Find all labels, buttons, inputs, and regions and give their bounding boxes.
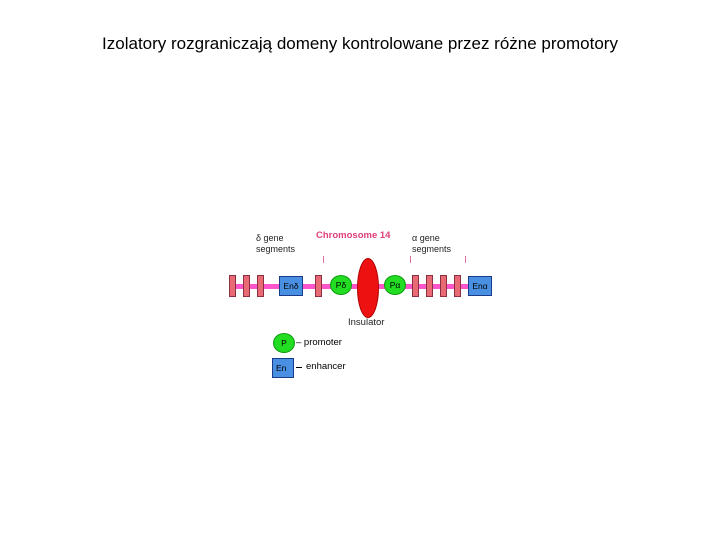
insulator-label: Insulator xyxy=(348,317,385,328)
tick-mark xyxy=(465,256,466,263)
alpha-gene-segment xyxy=(412,275,419,297)
delta-gene-segment xyxy=(243,275,250,297)
delta-label-line2: segments xyxy=(256,244,296,254)
legend-promoter-symbol: P xyxy=(273,333,295,353)
delta-gene-segment xyxy=(257,275,264,297)
legend-promoter-text: – promoter xyxy=(296,337,342,348)
delta-gene-segments-label: δ gene segments xyxy=(256,233,295,255)
tick-mark xyxy=(323,256,324,263)
slide-title: Izolatory rozgraniczają domeny kontrolow… xyxy=(102,34,618,53)
alpha-gene-segment xyxy=(440,275,447,297)
legend-enhancer-dash xyxy=(296,367,302,368)
alpha-gene-segment xyxy=(426,275,433,297)
legend-enhancer-symbol: En xyxy=(272,358,294,378)
promoter-alpha-circle: Pα xyxy=(384,275,406,295)
delta-gene-segment xyxy=(315,275,322,297)
alpha-gene-segment xyxy=(454,275,461,297)
promoter-delta-circle: Pδ xyxy=(330,275,352,295)
delta-gene-segment xyxy=(229,275,236,297)
tick-mark xyxy=(410,256,411,263)
alpha-label-line2: segments xyxy=(412,244,452,254)
alpha-label-line1: α gene xyxy=(412,233,440,243)
chromosome-label: Chromosome 14 xyxy=(316,230,391,241)
alpha-gene-segments-label: α gene segments xyxy=(412,233,451,255)
enhancer-delta-box: Enδ xyxy=(279,276,303,296)
legend-enhancer-text: enhancer xyxy=(306,361,346,372)
delta-label-line1: δ gene xyxy=(256,233,284,243)
enhancer-alpha-box: Enα xyxy=(468,276,492,296)
insulator-shape xyxy=(357,258,379,318)
